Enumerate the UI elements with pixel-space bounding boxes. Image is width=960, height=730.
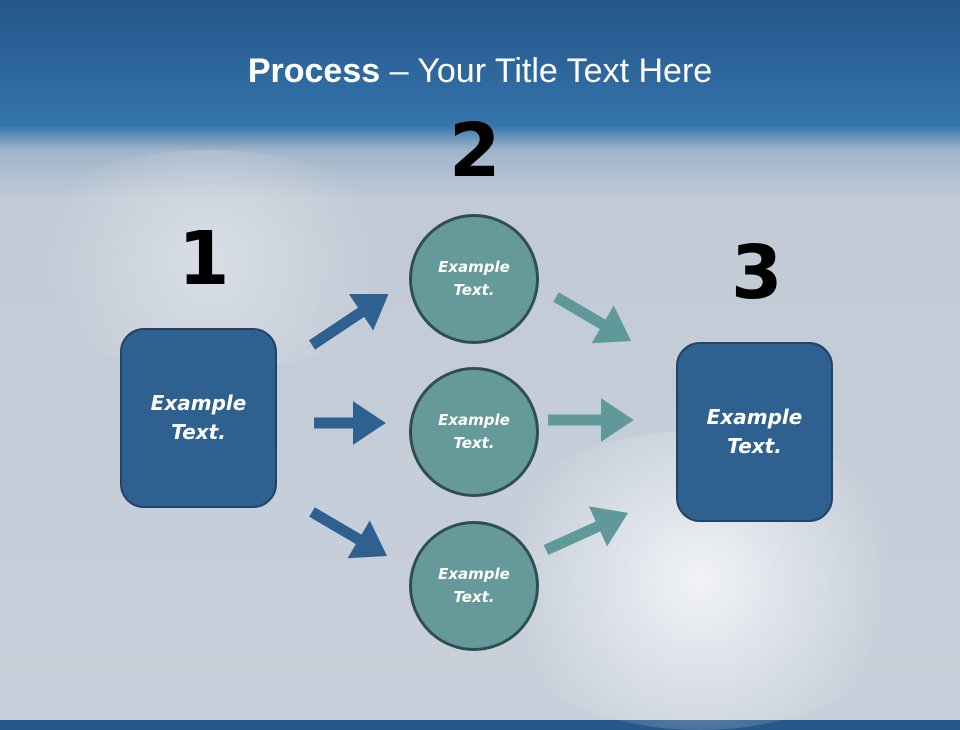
- circle-3-line2: Text.: [453, 588, 495, 606]
- step-number-1: 1: [178, 216, 230, 302]
- arrow-to-circle-3: [309, 507, 388, 559]
- step-number-2: 2: [449, 108, 501, 194]
- arrow-from-circle-3: [543, 506, 629, 556]
- box-left-line2: Text.: [171, 420, 226, 444]
- box-right-line1: Example: [706, 405, 803, 429]
- circle-2-line2: Text.: [453, 434, 495, 452]
- title-bold: Process: [247, 52, 381, 90]
- box-left-line1: Example: [150, 391, 247, 415]
- step-number-3: 3: [731, 230, 783, 316]
- arrow-to-circle-1: [308, 294, 389, 350]
- title-rest: – Your Title Text Here: [380, 52, 713, 90]
- arrow-from-circle-1: [553, 292, 632, 344]
- box-right-line2: Text.: [727, 434, 782, 458]
- circle-1-line2: Text.: [453, 281, 495, 299]
- circle-2-line1: Example: [438, 411, 510, 429]
- slide-title: Process – Your Title Text Here: [0, 52, 960, 91]
- circle-3-line1: Example: [438, 565, 510, 583]
- circle-1-line1: Example: [438, 258, 510, 276]
